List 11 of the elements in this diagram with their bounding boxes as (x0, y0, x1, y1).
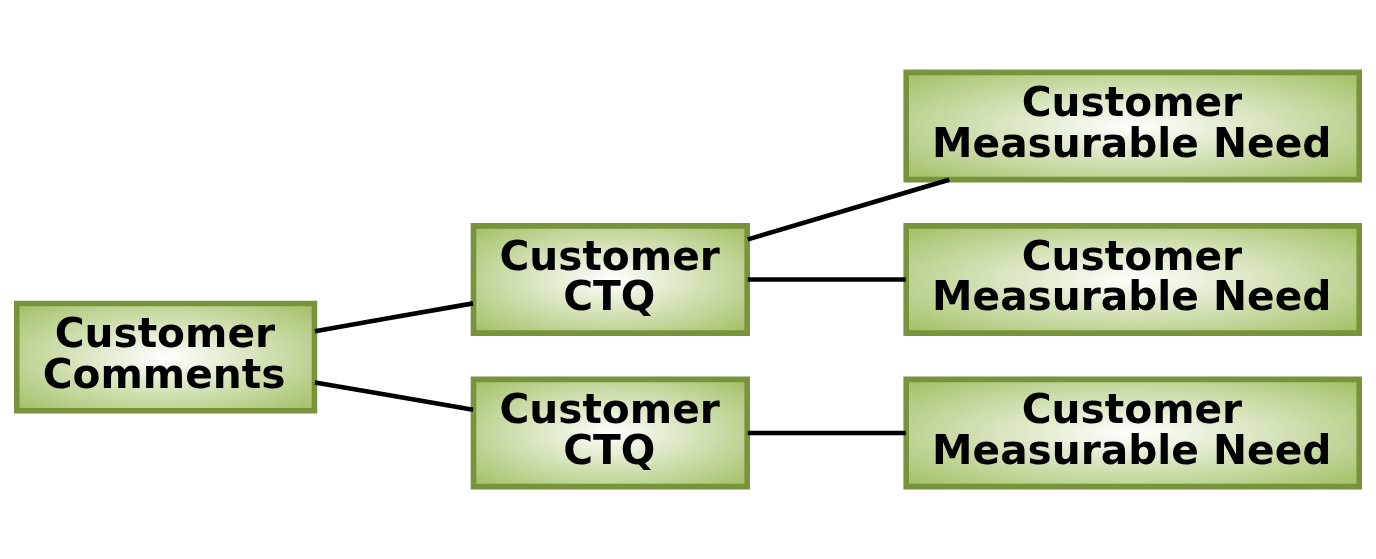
node-box: Customer Measurable Need (903, 223, 1362, 336)
node-box: Customer CTQ (470, 223, 750, 336)
node-box: Customer Measurable Need (903, 376, 1362, 490)
node-box: Customer CTQ (470, 376, 750, 490)
node-box: Customer Comments (14, 300, 318, 414)
connector (747, 177, 950, 242)
connector (314, 380, 474, 412)
node-box: Customer Measurable Need (903, 69, 1362, 183)
connector (314, 301, 474, 334)
connector (747, 277, 906, 282)
connector (747, 430, 906, 436)
